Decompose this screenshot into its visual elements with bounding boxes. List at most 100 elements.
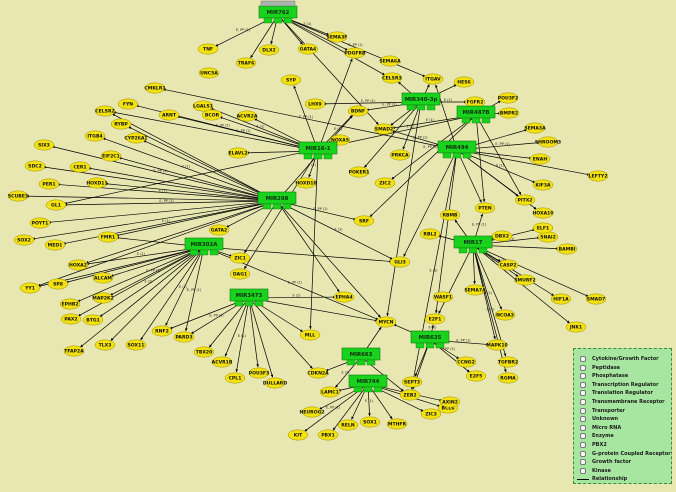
gene-node-enah[interactable]: ENAH xyxy=(529,153,551,165)
gene-node-jnk1[interactable]: JNK1 xyxy=(565,321,587,333)
gene-node-zic2[interactable]: ZIC2 xyxy=(374,177,396,189)
gene-node-sema6a[interactable]: SEMA6A xyxy=(379,55,401,67)
gene-node-tlx3[interactable]: TLX3 xyxy=(94,339,116,351)
gene-node-snai2[interactable]: SNAI2 xyxy=(537,231,559,243)
mirna-node-mir3473[interactable]: MIR3473 xyxy=(229,288,269,307)
gene-node-kif3a[interactable]: KIF3A xyxy=(532,179,554,191)
gene-node-epha4[interactable]: EPHA4 xyxy=(333,291,355,303)
gene-node-tnf[interactable]: TNF xyxy=(197,43,219,55)
gene-node-pbx1[interactable]: PBX1 xyxy=(317,429,339,441)
gene-node-hoxa2[interactable]: HOXA2 xyxy=(67,259,89,271)
gene-node-tgfbr2[interactable]: TGFBR2 xyxy=(497,356,519,368)
gene-node-eif2c1[interactable]: EIF2C1 xyxy=(100,150,122,162)
gene-node-acvr2a[interactable]: ACVR2A xyxy=(237,110,258,122)
gene-node-pten[interactable]: PTEN xyxy=(474,202,496,214)
mirna-node-mir298[interactable]: MIR298 xyxy=(257,191,297,210)
gene-node-alcam[interactable]: ALCAM xyxy=(92,272,114,284)
gene-node-reln[interactable]: RELN xyxy=(337,419,359,431)
gene-node-bdnf[interactable]: BDNF xyxy=(347,105,369,117)
gene-node-itgb4[interactable]: ITGB4 xyxy=(84,130,106,142)
gene-node-cdkn2a[interactable]: CDKN2A xyxy=(307,367,329,379)
gene-node-bmpr2[interactable]: BMPR2 xyxy=(498,107,520,119)
mirna-node-mir487b[interactable]: MIR487B xyxy=(456,105,496,124)
gene-node-neurog2[interactable]: NEUROG2 xyxy=(299,406,325,418)
gene-node-axin2[interactable]: AXIN2 xyxy=(439,396,461,408)
gene-node-pitx2[interactable]: PITX2 xyxy=(514,194,536,206)
gene-node-mycn[interactable]: MYCN xyxy=(375,316,397,328)
gene-node-sema3a[interactable]: SEMA3A xyxy=(524,122,546,134)
gene-node-mthfr[interactable]: MTHFR xyxy=(386,418,408,430)
gene-node-elavl2[interactable]: ELAVL2 xyxy=(227,147,249,159)
gene-node-cyp26a1[interactable]: CYP26A1 xyxy=(124,132,148,144)
mirna-node-mir16-1[interactable]: MIR16-1 xyxy=(298,141,338,160)
gene-node-casp2[interactable]: CASP2 xyxy=(497,259,519,271)
gene-node-smad2[interactable]: SMAD2 xyxy=(373,123,395,135)
gene-node-kit[interactable]: KIT xyxy=(287,429,309,441)
gene-node-poyt1[interactable]: POYT1 xyxy=(29,217,51,229)
gene-node-rybp[interactable]: RYBP xyxy=(110,118,132,130)
gene-node-hoxd11[interactable]: HOXD11 xyxy=(86,177,108,189)
gene-node-celsr2[interactable]: CELSR2 xyxy=(94,105,116,117)
gene-node-e2f1[interactable]: E2F1 xyxy=(424,313,446,325)
gene-node-rgma[interactable]: RGMA xyxy=(497,372,519,384)
gene-node-tfap2a[interactable]: TFAP2A xyxy=(63,345,85,357)
gene-node-fmr1[interactable]: FMR1 xyxy=(97,231,119,243)
gene-node-dbx2[interactable]: DBX2 xyxy=(491,230,513,242)
gene-node-cer1[interactable]: CER1 xyxy=(69,161,91,173)
gene-node-scube3[interactable]: SCUBE3 xyxy=(7,190,29,202)
gene-node-zic1[interactable]: ZIC1 xyxy=(229,252,251,264)
mirna-node-mir663[interactable]: MIR663 xyxy=(341,347,381,366)
gene-node-sox2[interactable]: SOX2 xyxy=(13,234,35,246)
gene-node-rnf2[interactable]: RNF2 xyxy=(151,325,173,337)
gene-node-cmklr1[interactable]: CMKLR1 xyxy=(144,82,166,94)
gene-node-hif1a[interactable]: HIF1A xyxy=(550,293,572,305)
gene-node-poker1[interactable]: POKER1 xyxy=(349,166,370,178)
gene-node-per1[interactable]: PER1 xyxy=(38,178,60,190)
gene-node-gli3[interactable]: GLI3 xyxy=(389,256,411,268)
gene-node-ephb2[interactable]: EPHB2 xyxy=(59,298,81,310)
gene-node-bcor[interactable]: BCOR xyxy=(201,109,223,121)
gene-node-dag1[interactable]: DAG1 xyxy=(229,268,251,280)
gene-node-ccng2[interactable]: CCNG2 xyxy=(455,356,477,368)
gene-node-lgals1[interactable]: LGALS1 xyxy=(192,100,214,112)
gene-node-e2f5[interactable]: E2F5 xyxy=(465,370,487,382)
gene-node-pou3f2[interactable]: POU3F2 xyxy=(498,92,519,104)
mirna-node-mir762[interactable]: MIR762 xyxy=(258,5,298,24)
gene-node-sema7a[interactable]: SEMA7A xyxy=(464,284,486,296)
gene-node-lefty2[interactable]: LEFTY2 xyxy=(587,170,609,182)
gene-node-prkca[interactable]: PRKCA xyxy=(389,149,411,161)
gene-node-lhx9[interactable]: LHX9 xyxy=(304,98,326,110)
gene-node-arnt[interactable]: ARNT xyxy=(158,109,180,121)
mirna-node-mir494[interactable]: MIR494 xyxy=(437,140,477,159)
gene-node-gata4[interactable]: GATA4 xyxy=(297,43,319,55)
gene-node-shroom3[interactable]: SHROOM3 xyxy=(535,136,561,148)
gene-node-smad7[interactable]: SMAD7 xyxy=(585,293,607,305)
gene-node-sox11[interactable]: SOX11 xyxy=(125,339,147,351)
gene-node-wasf1[interactable]: WASF1 xyxy=(432,291,454,303)
gene-node-fyn[interactable]: FYN xyxy=(117,98,139,110)
gene-node-tbx20[interactable]: TBX20 xyxy=(193,346,215,358)
gene-node-acvr1b[interactable]: ACVR1B xyxy=(212,356,233,368)
gene-node-unc5a[interactable]: UNC5A xyxy=(198,67,220,79)
gene-node-mapk10[interactable]: MAPK10 xyxy=(486,339,508,351)
gene-node-gata2[interactable]: GATA2 xyxy=(208,224,230,236)
gene-node-sp8[interactable]: SP8 xyxy=(47,278,69,290)
gene-node-map2k2[interactable]: MAP2K2 xyxy=(92,292,114,304)
gene-node-dullard[interactable]: DULLARD xyxy=(263,377,287,389)
gene-node-sdc2[interactable]: SDC2 xyxy=(24,160,46,172)
gene-node-fgfr2[interactable]: FGFR2 xyxy=(464,96,486,108)
gene-node-srf[interactable]: SRF xyxy=(353,215,375,227)
gene-node-lamc1[interactable]: LAMC1 xyxy=(319,386,341,398)
gene-node-cpl1[interactable]: CPL1 xyxy=(224,372,246,384)
gene-node-pdgfrb[interactable]: PDGFRB xyxy=(344,47,366,59)
gene-node-pou3f3[interactable]: POU3F3 xyxy=(249,367,270,379)
gene-node-rbl2[interactable]: RBL2 xyxy=(419,228,441,240)
gene-node-six3[interactable]: SIX3 xyxy=(33,139,55,151)
gene-node-med1[interactable]: MED1 xyxy=(44,239,66,251)
gene-node-btg1[interactable]: BTG1 xyxy=(82,314,104,326)
gene-node-sema3f[interactable]: SEMA3F xyxy=(327,31,348,43)
gene-node-syp[interactable]: SYP xyxy=(280,74,302,86)
gene-node-hoxd10[interactable]: HOXD10 xyxy=(295,177,317,189)
gene-node-rbmb[interactable]: RBMB xyxy=(439,209,461,221)
gene-node-pax2[interactable]: PAX2 xyxy=(60,313,82,325)
